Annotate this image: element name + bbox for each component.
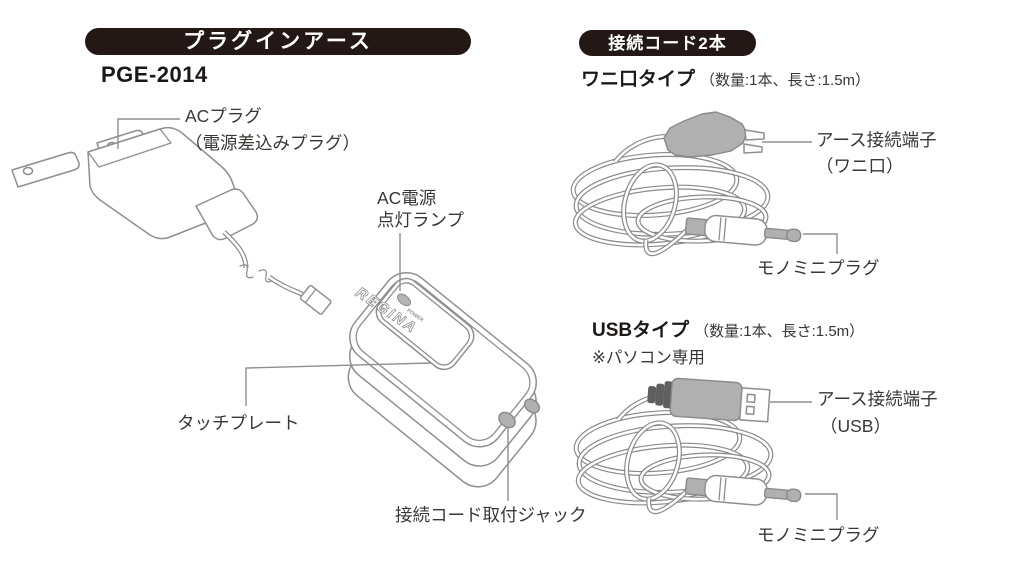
connection-cords-badge: 接続コード2本 — [579, 30, 756, 56]
usb-note: ※パソコン専用 — [592, 349, 705, 367]
mono-mini-plug-drawing — [684, 472, 803, 510]
leader-lines — [117, 118, 838, 520]
ac-plug-label-line1: ACプラグ — [185, 106, 262, 126]
jack-label: 接続コード取付ジャック — [395, 505, 587, 525]
crocodile-type-title-row: ワニ口タイプ （数量:1本、長さ:1.5m） — [581, 64, 870, 91]
ac-plug-label-line2: （電源差込みプラグ） — [185, 133, 360, 153]
crocodile-terminal-label-line2: （ワニ口） — [816, 156, 904, 176]
alligator-clip-shape — [663, 111, 765, 158]
touch-plate-label: タッチプレート — [177, 413, 300, 433]
crocodile-type-name: ワニ口タイプ — [581, 69, 696, 90]
usb-terminal-label-line1: アース接続端子 — [817, 389, 938, 409]
usb-cord-drawing — [574, 377, 803, 511]
power-lamp-label-line1: AC電源 — [377, 188, 437, 208]
usb-connector-shape — [647, 377, 771, 423]
power-lamp-label-line2: 点灯ランプ — [377, 210, 464, 230]
plug-in-earth-badge: プラグインアース — [85, 28, 471, 55]
jack-hole — [523, 398, 541, 414]
crocodile-terminal-label-line1: アース接続端子 — [816, 130, 937, 150]
crocodile-type-spec: （数量:1本、長さ:1.5m） — [700, 72, 871, 89]
power-cord-drawing — [222, 230, 332, 315]
usb-terminal-label-line2: （USB） — [820, 416, 891, 436]
device-drawing: POWER REGINA — [347, 272, 541, 488]
jack-hole — [498, 411, 516, 429]
power-lamp-shape — [397, 293, 412, 307]
model-number: PGE-2014 — [101, 62, 208, 87]
usb-type-spec: （数量:1本、長さ:1.5m） — [694, 323, 865, 340]
ac-plug-drawing — [11, 126, 259, 241]
usb-type-name: USBタイプ — [592, 320, 690, 341]
crocodile-plug-label: モノミニプラグ — [757, 258, 880, 278]
usb-type-title-row: USBタイプ （数量:1本、長さ:1.5m） — [592, 315, 864, 342]
usb-plug-label: モノミニプラグ — [757, 525, 880, 545]
crocodile-cord-drawing — [571, 111, 803, 254]
